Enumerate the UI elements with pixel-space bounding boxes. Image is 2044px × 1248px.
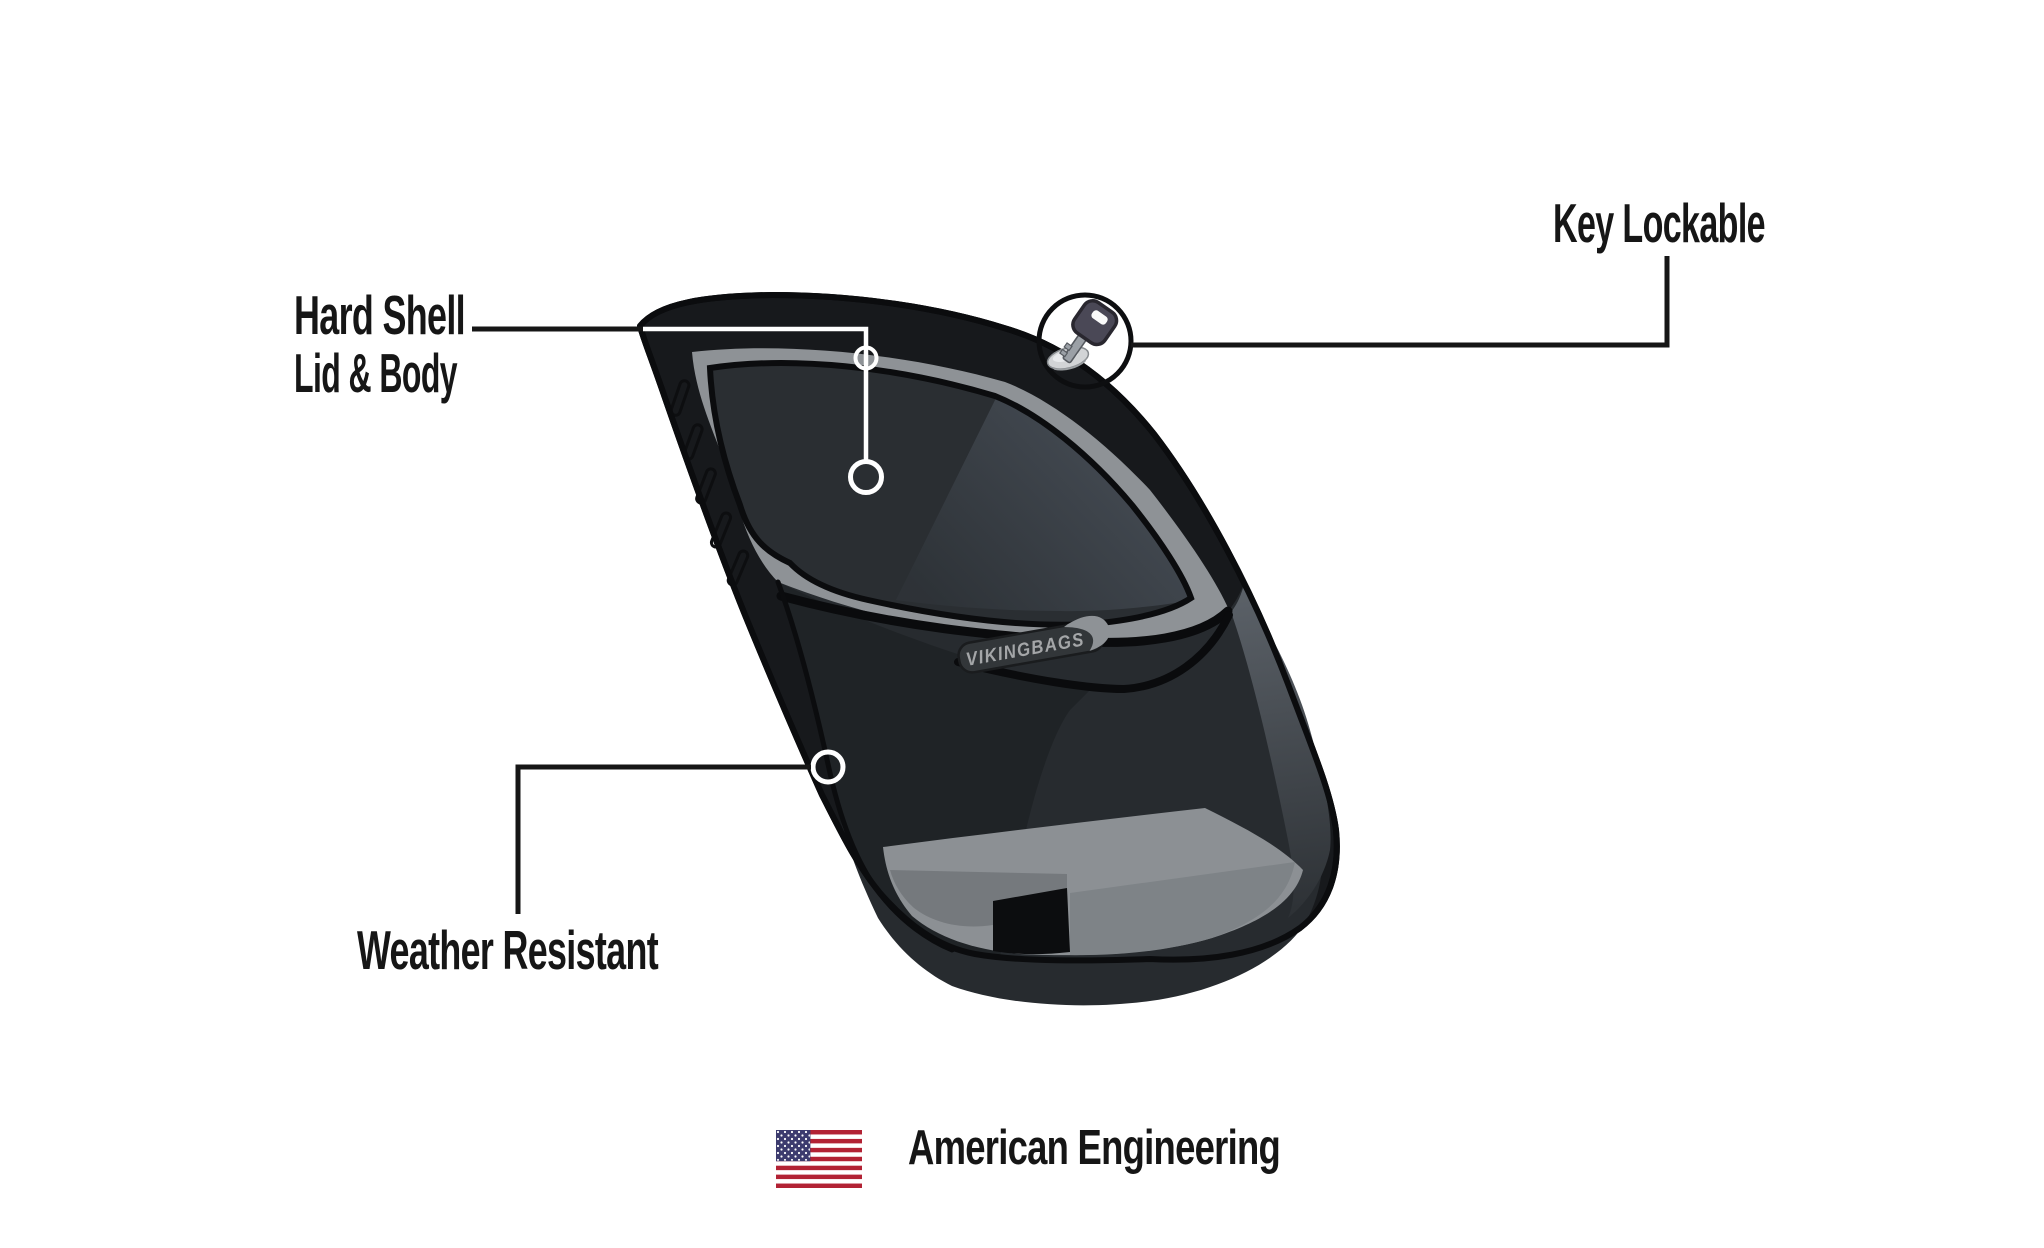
lid-highlight <box>896 390 1191 612</box>
lid-rim-marker-ring <box>853 345 879 371</box>
lid-marker-line <box>643 326 869 463</box>
key-icon <box>1059 299 1119 364</box>
us-flag-icon <box>776 1130 862 1188</box>
key-lockable-callout-line <box>1131 256 1670 348</box>
flag-stars <box>776 1130 810 1161</box>
footer-caption: American Engineering <box>908 1121 1280 1175</box>
hard-shell-label-line1: Hard Shell <box>294 284 465 346</box>
base-panel-right <box>1070 862 1295 956</box>
body-sheen-wedge <box>1231 588 1331 918</box>
hinge-notch <box>709 511 733 549</box>
lid-face-marker-ring <box>848 459 884 495</box>
trunk-bag-illustration: VIKINGBAGS <box>637 292 1340 1006</box>
flag-stripes <box>776 1130 862 1188</box>
footer: American Engineering <box>776 1121 1281 1188</box>
weather-marker-ring <box>810 749 846 785</box>
hinge-notch <box>669 379 691 417</box>
base-step-strip <box>890 870 1067 927</box>
callout-marker-rings <box>643 326 884 785</box>
key-callout-circle <box>1036 292 1134 390</box>
badge-swoosh-icon <box>1064 615 1110 651</box>
callout-labels: Hard Shell Lid & Body Key Lockable Weath… <box>294 192 1766 981</box>
lid-window-seam <box>706 360 1195 628</box>
callout-lines <box>472 256 1670 914</box>
weather-resistant-label: Weather Resistant <box>357 919 658 981</box>
weather-resistant-callout-line <box>515 764 811 914</box>
hard-shell-label-line2: Lid & Body <box>294 342 458 404</box>
key-lockable-label: Key Lockable <box>1553 192 1765 254</box>
lid-rim-band <box>692 348 1229 647</box>
bag-outline-restroke <box>637 292 1340 964</box>
base-notch <box>993 888 1070 955</box>
body-lip-line <box>954 611 1233 694</box>
key-lock-callout-graphic <box>1036 292 1134 390</box>
